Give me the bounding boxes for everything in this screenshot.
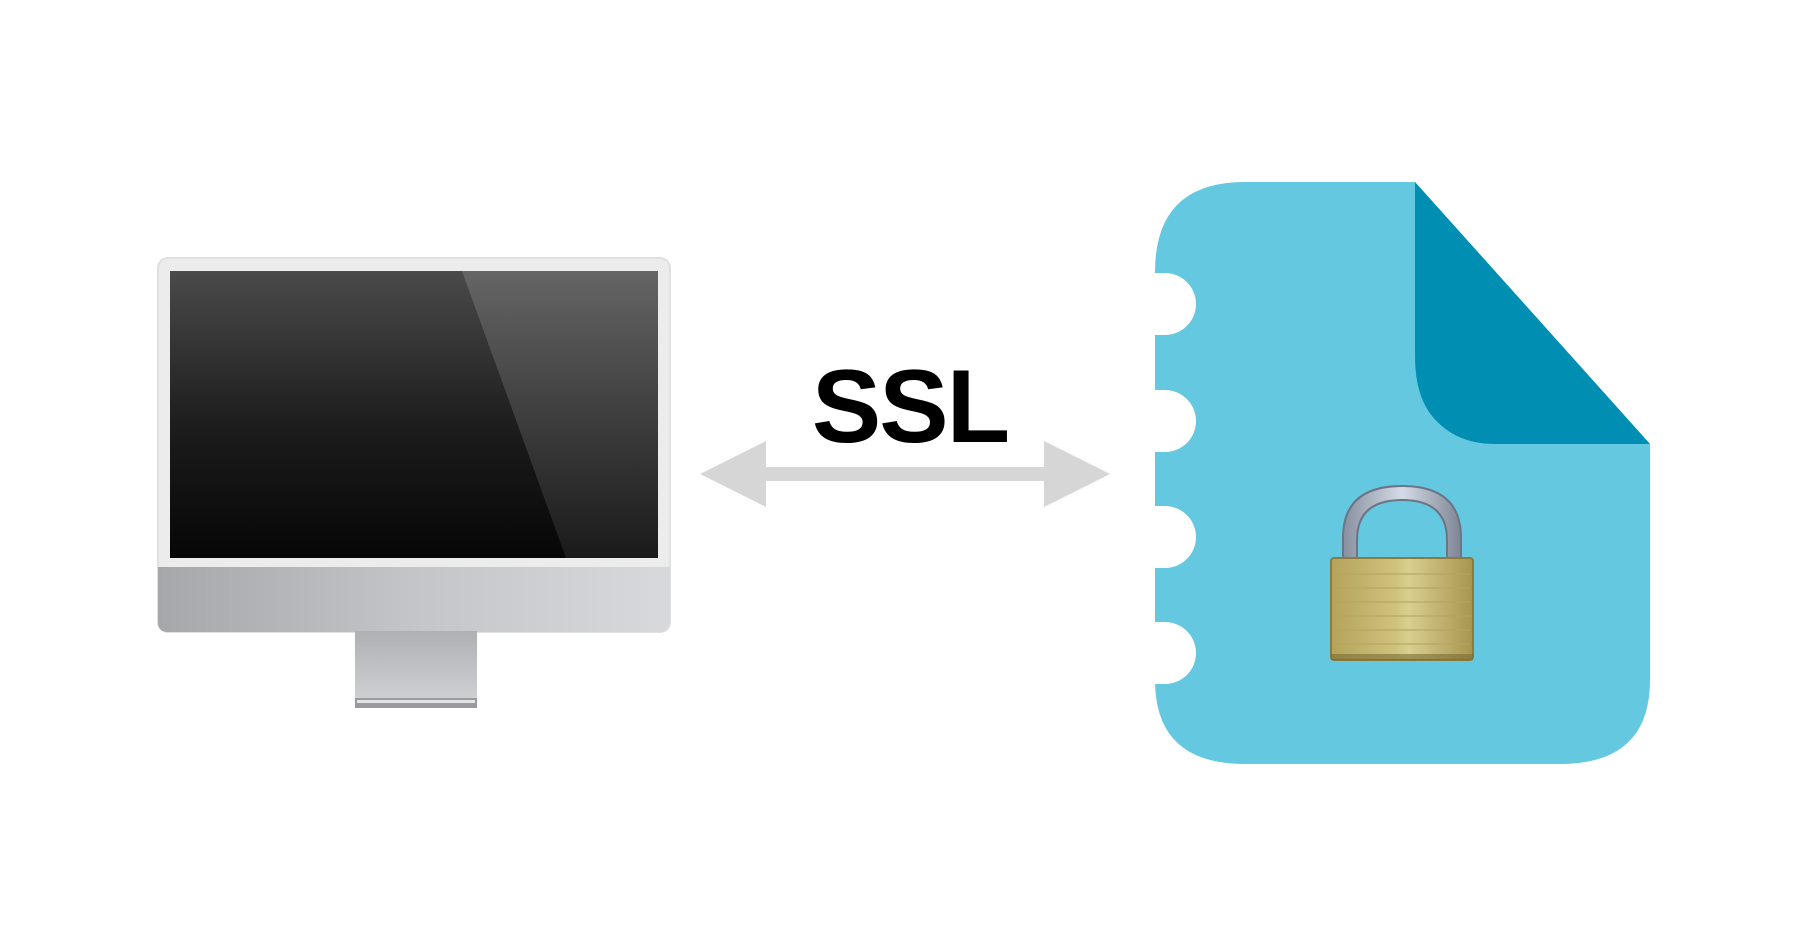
document-fold [1415, 182, 1650, 444]
ssl-label: SSL [811, 349, 1010, 465]
padlock-ridges [1334, 573, 1470, 645]
monitor-stand [355, 631, 477, 700]
padlock-shackle [1342, 484, 1462, 561]
arrow-shaft [760, 467, 1050, 481]
document-body [1155, 182, 1650, 764]
screen-glare [462, 271, 658, 558]
arrow-head-left [700, 441, 766, 507]
monitor-chin [158, 567, 670, 632]
arrow-head-right [1044, 441, 1110, 507]
